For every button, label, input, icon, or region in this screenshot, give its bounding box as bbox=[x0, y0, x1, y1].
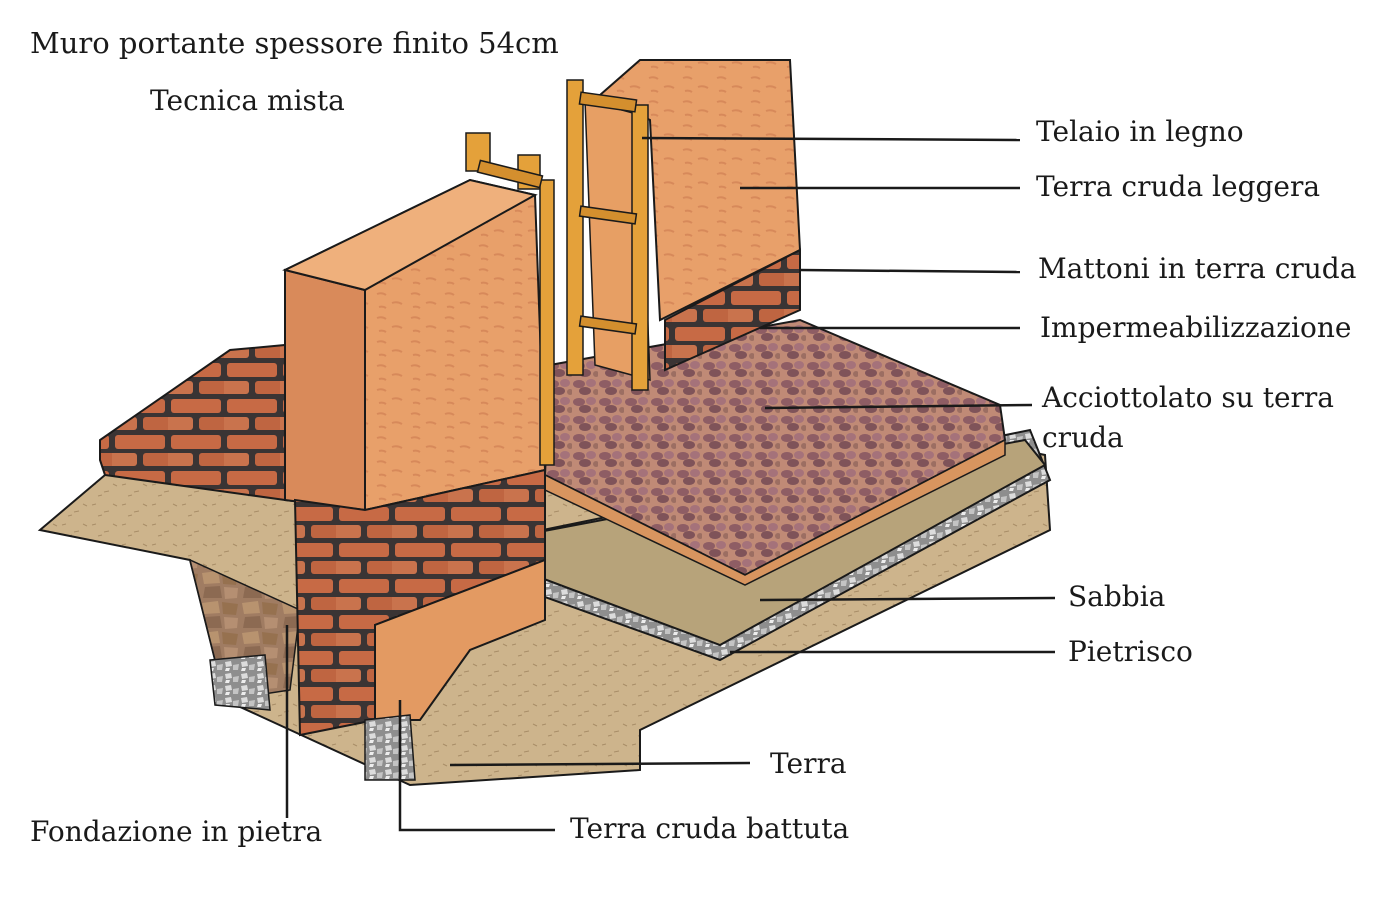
label-terra-leggera: Terra cruda leggera bbox=[1036, 170, 1321, 203]
diagram-subtitle: Tecnica mista bbox=[150, 84, 345, 117]
label-sabbia: Sabbia bbox=[1068, 580, 1166, 613]
foundation-gravel-right bbox=[364, 714, 416, 781]
label-mattoni: Mattoni in terra cruda bbox=[1038, 252, 1357, 285]
label-terra-battuta: Terra cruda battuta bbox=[570, 812, 850, 845]
front-wall-top bbox=[282, 178, 538, 292]
rear-adobe-bricks bbox=[664, 248, 801, 372]
label-acciottolato: Acciottolato su terra cruda bbox=[1042, 381, 1335, 454]
front-timber-frame bbox=[465, 132, 555, 466]
rear-timber-frame bbox=[566, 79, 649, 391]
label-telaio: Telaio in legno bbox=[1036, 115, 1244, 148]
foundation-gravel-left bbox=[209, 654, 271, 711]
left-brick-paving bbox=[99, 343, 286, 502]
label-pietrisco: Pietrisco bbox=[1068, 635, 1193, 668]
diagram-title: Muro portante spessore finito 54cm bbox=[30, 26, 559, 60]
leader-lines bbox=[285, 136, 1056, 832]
label-fondazione: Fondazione in pietra bbox=[30, 815, 323, 848]
label-impermeabilizzazione: Impermeabilizzazione bbox=[1040, 311, 1352, 344]
label-terra: Terra bbox=[770, 747, 847, 780]
front-wall-side bbox=[284, 268, 366, 512]
